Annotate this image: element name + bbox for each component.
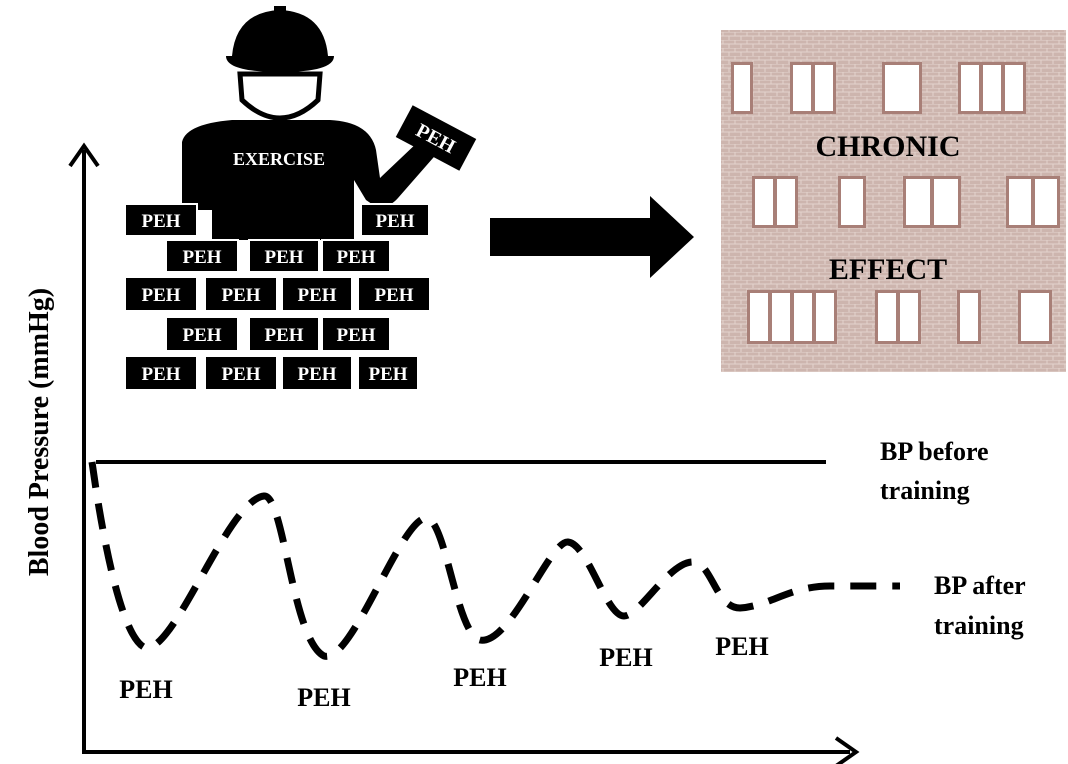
peh-brick: PEH [248,316,320,352]
window [838,176,866,228]
peh-brick: PEH [124,355,198,391]
peh-trough-label-4: PEH [599,643,652,672]
window [752,176,798,228]
peh-brick: PEH [124,203,198,237]
peh-brick-label: PEH [368,364,407,385]
peh-trough-label-3: PEH [453,663,506,692]
peh-brick-label: PEH [336,325,375,346]
peh-brick-label: PEH [336,247,375,268]
peh-brick: PEH [360,203,430,237]
peh-brick-label: PEH [264,247,303,268]
building-text-line2: EFFECT [829,253,947,286]
window [882,62,922,114]
big-arrow-icon [490,196,694,278]
bp-before-label-line1: BP before [880,437,989,466]
peh-trough-label-2: PEH [297,683,350,712]
window [958,62,1026,114]
window [747,290,837,344]
worker-torso [182,120,440,240]
peh-brick-label: PEH [141,285,180,306]
building-windows [731,62,1060,344]
building: CHRONIC EFFECT [721,30,1066,372]
peh-brick: PEH [124,276,198,312]
axes: Blood Pressure (mmHg) [24,142,860,764]
peh-brick: PEH [321,239,391,273]
bp-after-dashed-curve [88,461,900,660]
worker: EXERCISE PEH [182,6,477,240]
window [1006,176,1060,228]
hard-hat-icon [226,10,334,72]
worker-face [237,71,323,121]
peh-brick-label: PEH [182,247,221,268]
peh-brick: PEH [321,316,391,352]
x-axis-arrowhead [834,736,860,764]
peh-brick-label: PEH [221,285,260,306]
hat-crest [274,6,286,16]
peh-trough-label-5: PEH [715,632,768,661]
window [957,290,981,344]
peh-brick-label: PEH [182,325,221,346]
window [731,62,753,114]
peh-brick-label: PEH [375,211,414,232]
peh-brick-label: PEH [374,285,413,306]
peh-brick: PEH [281,355,353,391]
peh-trough-label-1: PEH [119,675,172,704]
shirt-text: EXERCISE [233,149,325,169]
building-text-line1: CHRONIC [815,130,960,163]
bp-before-label-line2: training [880,476,970,505]
peh-brick-label: PEH [264,325,303,346]
peh-brick: PEH [165,239,239,273]
bp-after-label-line2: training [934,611,1024,640]
bp-after-label-line1: BP after [934,571,1026,600]
window [1018,290,1052,344]
peh-brick-label: PEH [141,211,180,232]
peh-brick: PEH [281,276,353,312]
peh-brick: PEH [248,239,320,273]
peh-brick: PEH [357,276,431,312]
peh-brick: PEH [357,355,419,391]
peh-brick-label: PEH [297,285,336,306]
window [903,176,961,228]
window [875,290,921,344]
y-axis-label: Blood Pressure (mmHg) [24,288,55,576]
peh-brick: PEH [204,355,278,391]
peh-brick-label: PEH [141,364,180,385]
peh-brick-label: PEH [297,364,336,385]
window [790,62,836,114]
y-axis-arrowhead [68,142,100,168]
peh-brick: PEH [165,316,239,352]
peh-brick-label: PEH [221,364,260,385]
peh-brick: PEH [204,276,278,312]
